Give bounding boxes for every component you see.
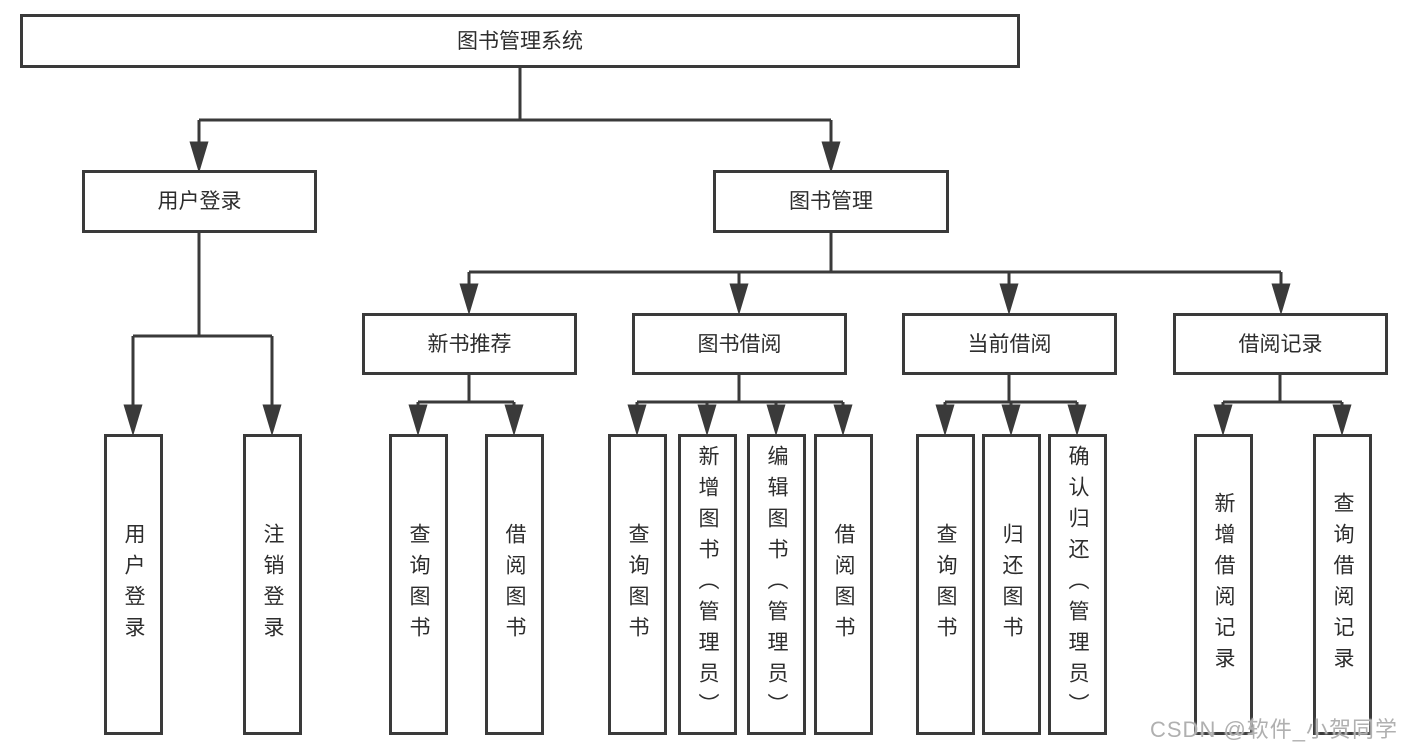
leaf-cb-return-books: 归还图书 <box>982 434 1041 735</box>
leaf-label: 新增图书（管理员） <box>696 445 719 724</box>
edge-root-to-level2 <box>189 68 841 174</box>
edge-user-login-to-children <box>123 233 282 437</box>
leaf-br-query-record: 查询借阅记录 <box>1313 434 1372 735</box>
leaf-label: 借阅图书 <box>832 522 855 647</box>
leaf-cb-confirm-return-admin: 确认归还（管理员） <box>1048 434 1107 735</box>
leaf-user-login: 用户登录 <box>104 434 163 735</box>
leaf-bb-add-books-admin: 新增图书（管理员） <box>678 434 737 735</box>
edge-borrow-record-to-children <box>1213 375 1352 437</box>
leaf-label: 确认归还（管理员） <box>1066 445 1089 724</box>
leaf-nbr-borrow-books: 借阅图书 <box>485 434 544 735</box>
node-book-borrow: 图书借阅 <box>632 313 847 375</box>
node-label: 当前借阅 <box>967 332 1052 356</box>
leaf-label: 查询图书 <box>934 522 957 647</box>
leaf-label: 用户登录 <box>122 522 145 647</box>
edge-book-management-to-level3 <box>459 233 1291 316</box>
leaf-bb-borrow-books: 借阅图书 <box>814 434 873 735</box>
edge-book-borrow-to-children <box>627 375 853 437</box>
leaf-label: 查询图书 <box>407 522 430 647</box>
leaf-br-add-record: 新增借阅记录 <box>1194 434 1253 735</box>
leaf-label: 归还图书 <box>1000 522 1023 647</box>
edge-current-borrow-to-children <box>935 375 1087 437</box>
leaf-label: 借阅图书 <box>503 522 526 647</box>
node-label: 图书管理 <box>789 190 873 213</box>
node-new-book-recommend: 新书推荐 <box>362 313 577 375</box>
leaf-label: 注销登录 <box>261 522 284 647</box>
node-user-login: 用户登录 <box>82 170 317 233</box>
node-book-management: 图书管理 <box>713 170 949 233</box>
leaf-label: 新增借阅记录 <box>1212 491 1235 678</box>
leaf-label: 查询借阅记录 <box>1331 491 1354 678</box>
node-borrow-record: 借阅记录 <box>1173 313 1388 375</box>
leaf-label: 查询图书 <box>626 522 649 647</box>
leaf-logout-login: 注销登录 <box>243 434 302 735</box>
csdn-watermark: CSDN @软件_小贺同学 <box>1150 717 1399 742</box>
edge-new-book-recommend-to-children <box>408 375 524 437</box>
node-root-system: 图书管理系统 <box>20 14 1020 68</box>
leaf-cb-query-books: 查询图书 <box>916 434 975 735</box>
leaf-bb-edit-books-admin: 编辑图书（管理员） <box>747 434 806 735</box>
leaf-label: 编辑图书（管理员） <box>765 445 788 724</box>
node-root-label: 图书管理系统 <box>457 29 583 53</box>
node-label: 图书借阅 <box>697 332 782 356</box>
node-label: 用户登录 <box>157 190 242 213</box>
leaf-nbr-query-books: 查询图书 <box>389 434 448 735</box>
node-label: 新书推荐 <box>427 332 512 356</box>
node-label: 借阅记录 <box>1238 332 1323 356</box>
node-current-borrow: 当前借阅 <box>902 313 1117 375</box>
leaf-bb-query-books: 查询图书 <box>608 434 667 735</box>
